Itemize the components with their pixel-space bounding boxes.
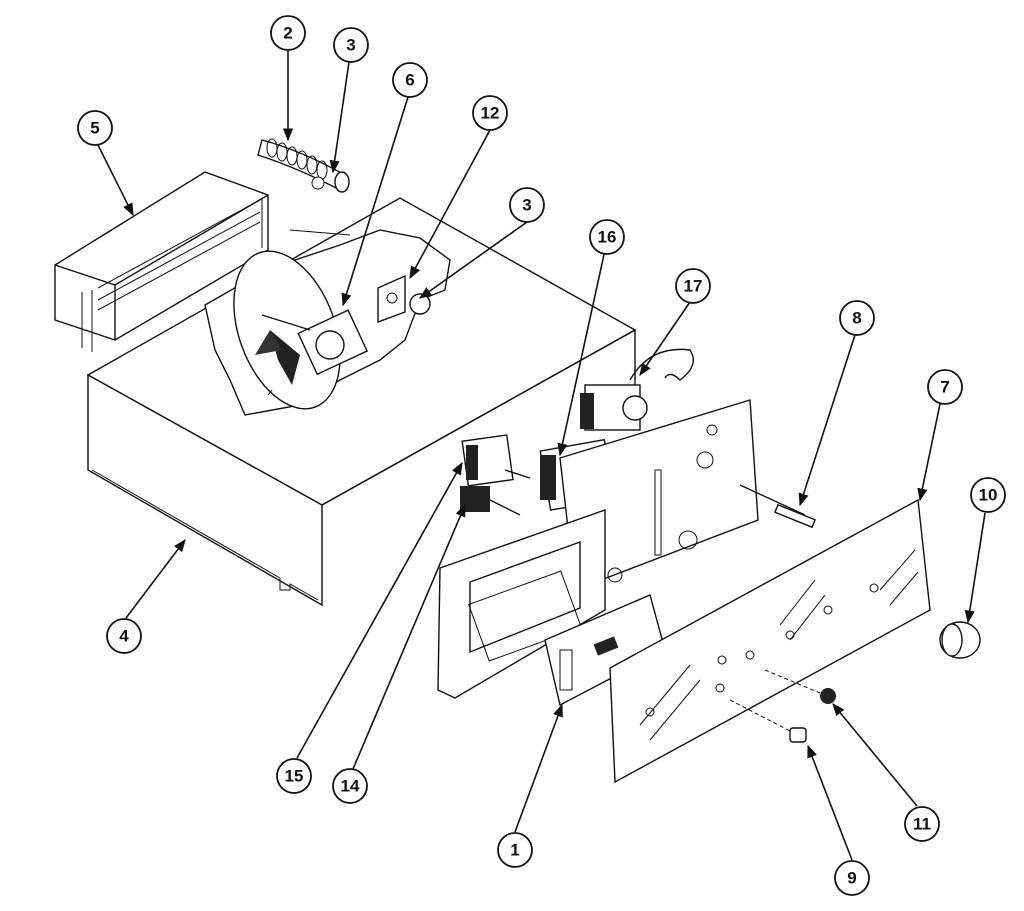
svg-text:3: 3 (522, 196, 531, 215)
callout-7: 7 (927, 369, 963, 405)
switch-14 (460, 486, 521, 516)
fan-assembly (204, 229, 451, 416)
svg-text:17: 17 (684, 277, 703, 296)
svg-text:11: 11 (913, 815, 931, 834)
callout-1: 1 (497, 832, 533, 868)
svg-text:5: 5 (90, 119, 99, 138)
svg-text:6: 6 (405, 71, 414, 90)
callout-3-mid: 3 (509, 187, 545, 223)
control-panel-frame (437, 509, 623, 699)
svg-text:8: 8 (852, 309, 861, 328)
callout-2: 2 (270, 15, 306, 51)
callout-15: 15 (276, 758, 312, 794)
leader-lines (97, 50, 986, 861)
svg-text:2: 2 (283, 24, 292, 43)
callout-3-top: 3 (333, 27, 369, 63)
callout-10: 10 (970, 477, 1006, 513)
svg-text:7: 7 (940, 378, 949, 397)
switch-15 (461, 434, 531, 487)
callout-17: 17 (675, 268, 711, 304)
thermostat-17 (580, 348, 694, 431)
svg-text:14: 14 (341, 777, 360, 796)
callout-11: 11 (904, 806, 940, 842)
svg-text:3: 3 (346, 36, 355, 55)
callout-4: 4 (106, 618, 142, 654)
svg-text:15: 15 (285, 767, 304, 786)
callout-5: 5 (77, 110, 113, 146)
callout-6: 6 (392, 62, 428, 98)
svg-text:16: 16 (598, 228, 617, 247)
callout-9: 9 (834, 860, 870, 896)
knob-10 (939, 621, 981, 659)
bushing-11 (764, 669, 836, 704)
screw-8 (774, 503, 816, 529)
callout-8: 8 (839, 300, 875, 336)
glass-panel (609, 498, 931, 784)
callout-12: 12 (472, 95, 508, 131)
callout-16: 16 (589, 219, 625, 255)
coupling-spring (257, 138, 350, 193)
vent-panel (54, 171, 269, 352)
spacer-9 (729, 699, 807, 743)
svg-text:10: 10 (979, 486, 998, 505)
callout-14: 14 (332, 768, 368, 804)
svg-text:4: 4 (119, 627, 129, 646)
svg-text:1: 1 (510, 841, 519, 860)
svg-text:12: 12 (481, 104, 500, 123)
svg-text:9: 9 (847, 869, 856, 888)
